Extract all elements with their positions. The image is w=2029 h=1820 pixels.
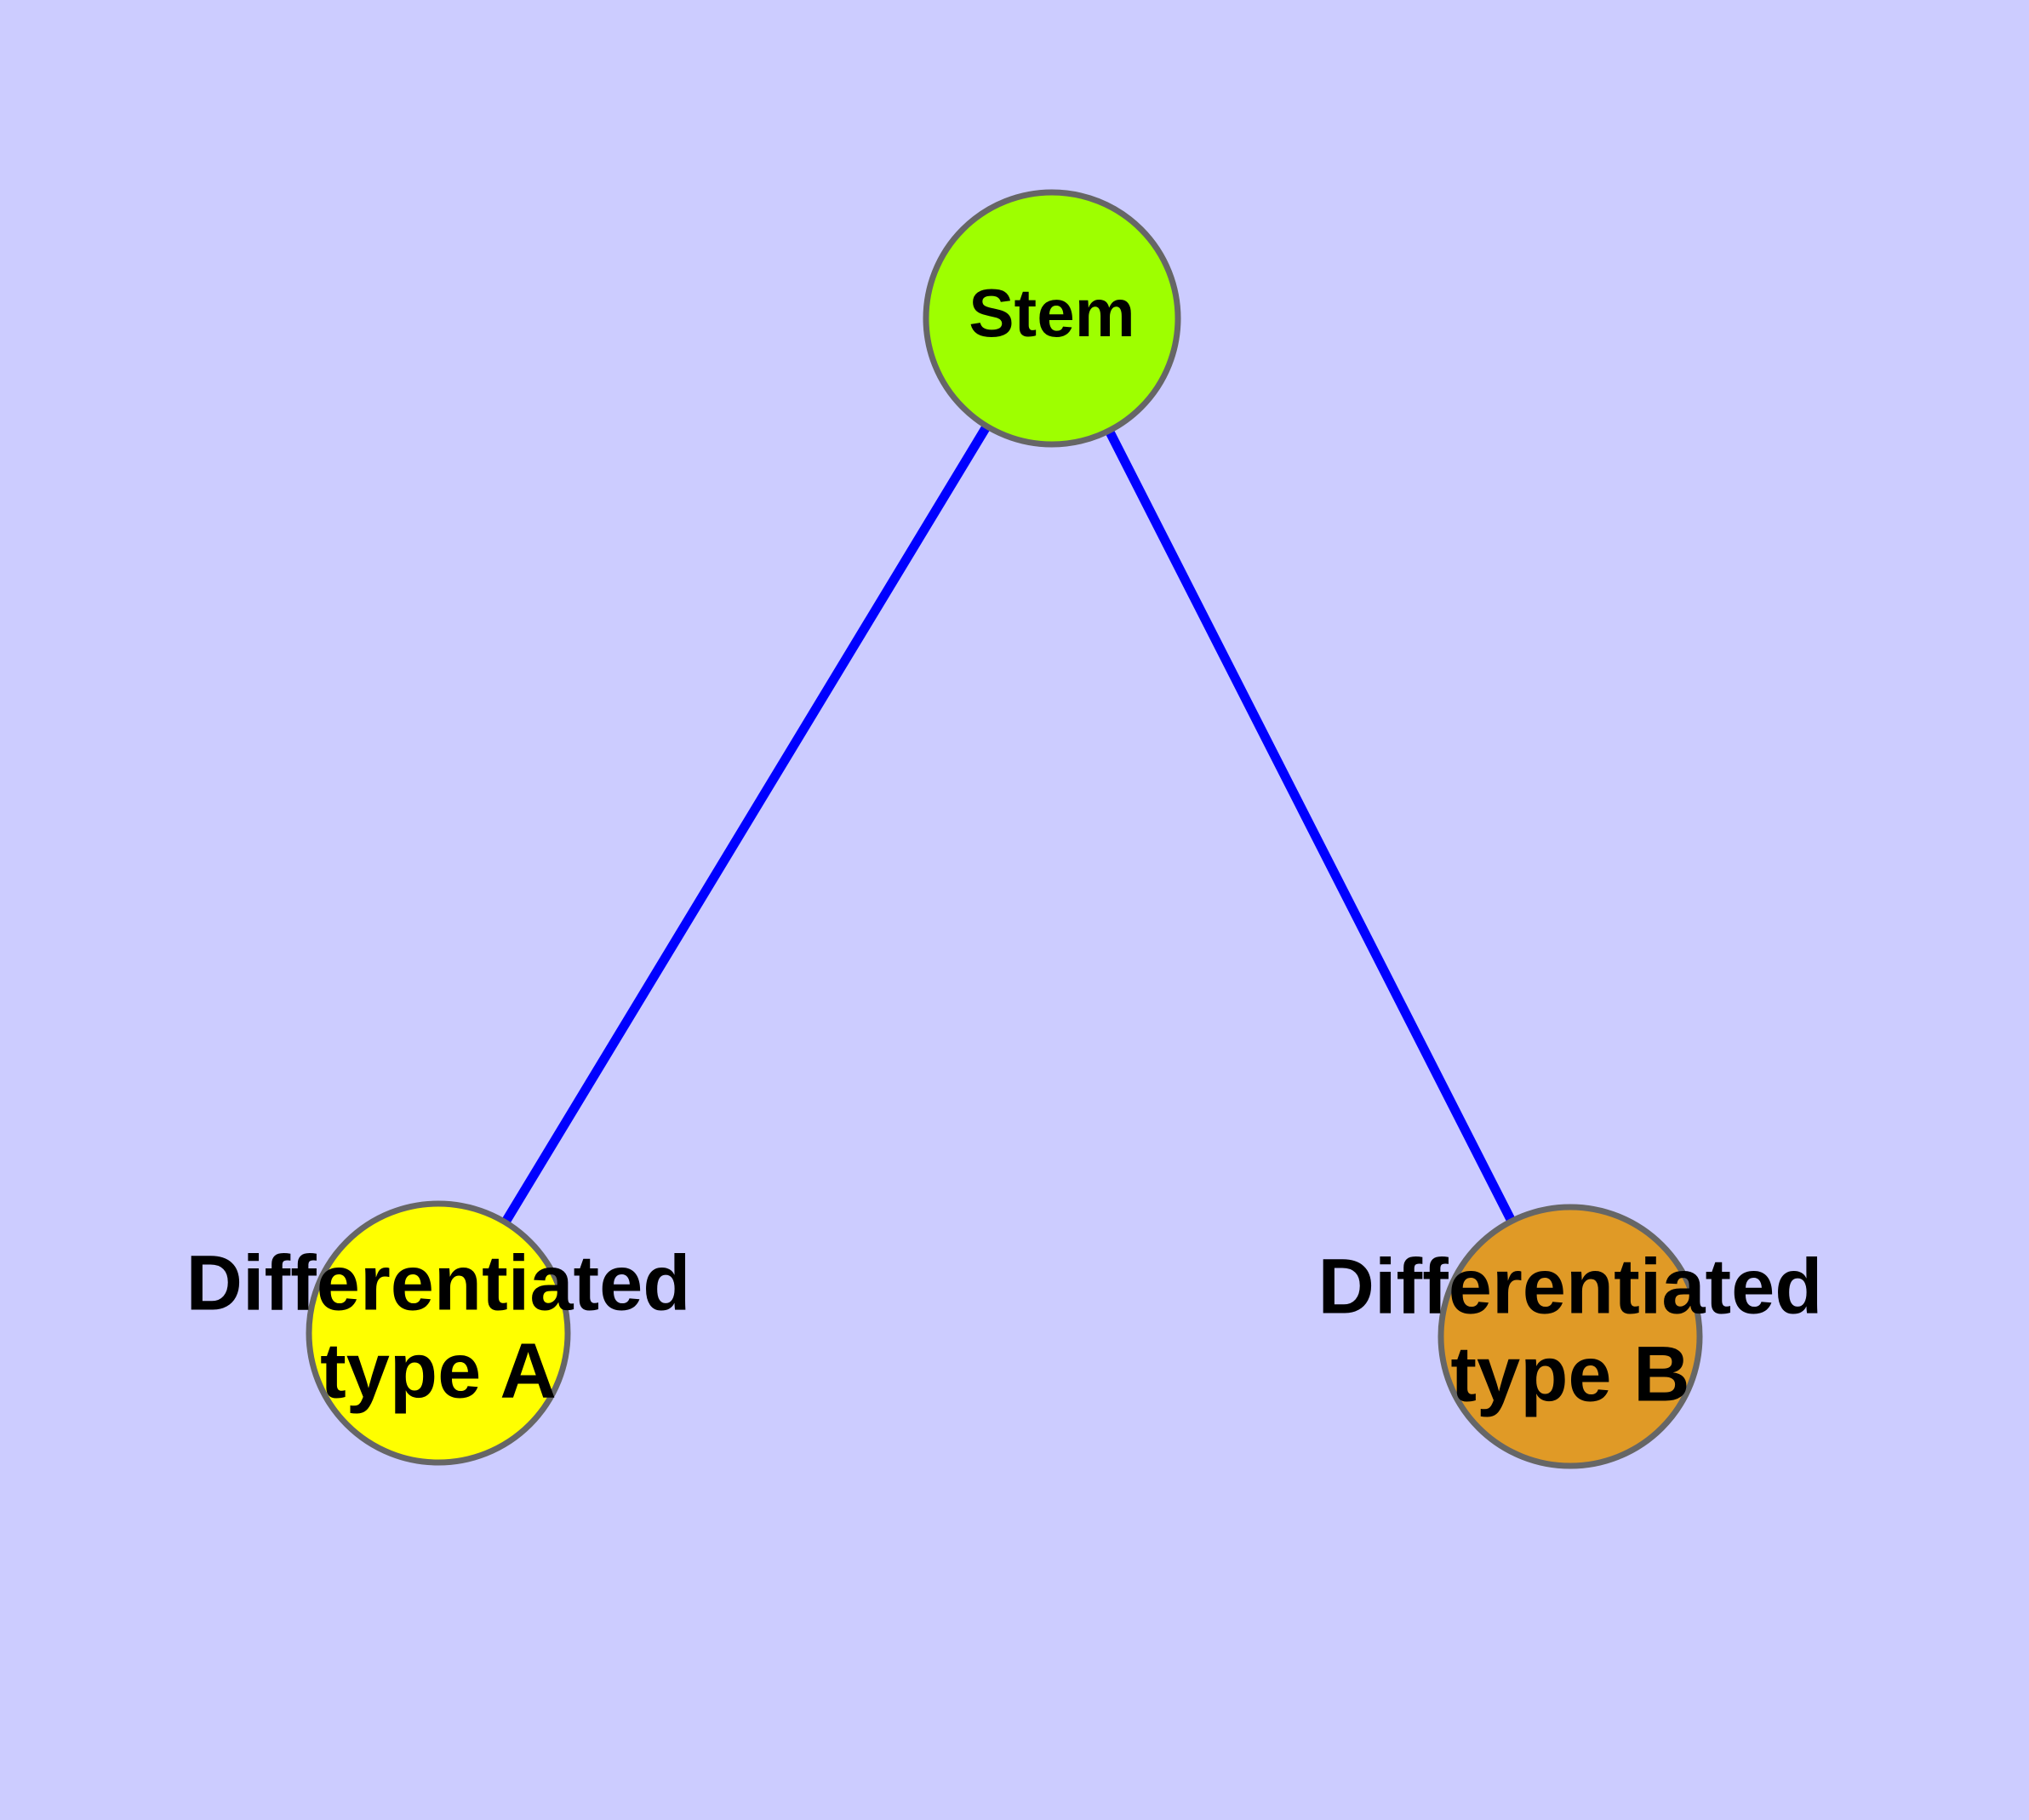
node-label-line: Differentiated [1318, 1244, 1823, 1331]
node-label-line: type B [1450, 1331, 1689, 1418]
node-circle-diff-a[interactable] [306, 1200, 571, 1466]
node-label-line: type A [320, 1328, 557, 1415]
node-label-stem: Stem [969, 275, 1135, 351]
node-stem[interactable]: Stem [923, 189, 1181, 448]
edge-stem-to-diff-b [1103, 425, 1517, 1227]
node-label-line: Stem [969, 275, 1135, 351]
edge-stem-to-diff-a [499, 421, 993, 1228]
node-circle-stem[interactable] [923, 189, 1181, 448]
node-circle-diff-b[interactable] [1437, 1204, 1703, 1469]
edge-layer [499, 421, 1517, 1228]
node-label-line: Differentiated [186, 1240, 691, 1327]
